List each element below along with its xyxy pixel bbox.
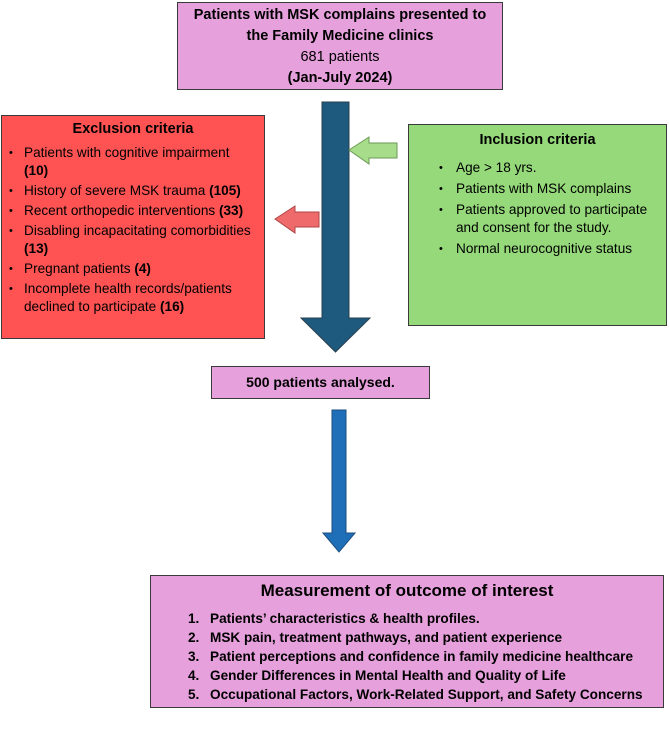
inclusion-item: Normal neurocognitive status bbox=[409, 240, 666, 258]
exclusion-arrow-shape bbox=[274, 205, 320, 234]
inclusion-item: Patients with MSK complains bbox=[409, 180, 666, 198]
exclusion-count: (4) bbox=[134, 261, 151, 276]
exclusion-count: (16) bbox=[160, 299, 185, 314]
analysed-label: 500 patients analysed. bbox=[246, 374, 395, 390]
inclusion-arrow-shape bbox=[348, 136, 398, 165]
exclusion-count: (10) bbox=[24, 163, 49, 178]
exclusion-list: Patients with cognitive impairment(10) H… bbox=[2, 144, 264, 316]
exclusion-item: History of severe MSK trauma (105) bbox=[2, 182, 264, 200]
enrollment-box: Patients with MSK complains presented to… bbox=[177, 2, 503, 90]
outcome-item: 5.Occupational Factors, Work-Related Sup… bbox=[188, 687, 643, 702]
exclusion-item: Patients with cognitive impairment(10) bbox=[2, 144, 264, 180]
exclusion-count: (13) bbox=[24, 241, 49, 256]
analysed-box: 500 patients analysed. bbox=[211, 366, 430, 399]
inclusion-title: Inclusion criteria bbox=[479, 132, 596, 148]
outcome-item: 4.Gender Differences in Mental Health an… bbox=[188, 668, 566, 683]
exclusion-count: (33) bbox=[218, 203, 244, 218]
enrollment-period: (Jan-July 2024) bbox=[287, 70, 393, 86]
exclusion-item: Incomplete health records/patients decli… bbox=[2, 280, 264, 316]
outcome-title: Measurement of outcome of interest bbox=[260, 581, 554, 600]
exclusion-count: (105) bbox=[209, 183, 241, 198]
exclusion-criteria-box: Exclusion criteria Patients with cogniti… bbox=[1, 115, 265, 339]
enrollment-line-1: Patients with MSK complains presented to bbox=[193, 7, 487, 23]
outcome-item: 1.Patients’ characteristics & health pro… bbox=[188, 611, 480, 626]
outcome-box: Measurement of outcome of interest 1.Pat… bbox=[150, 575, 664, 708]
exclusion-item: Recent orthopedic interventions (33) bbox=[2, 202, 264, 220]
exclusion-item: Pregnant patients (4) bbox=[2, 260, 264, 278]
exclusion-title: Exclusion criteria bbox=[72, 121, 194, 137]
outcome-list: 1.Patients’ characteristics & health pro… bbox=[151, 609, 663, 704]
inclusion-criteria-box: Inclusion criteria Age > 18 yrs. Patient… bbox=[408, 124, 667, 326]
secondary-down-arrow-shape bbox=[321, 409, 357, 553]
inclusion-list: Age > 18 yrs. Patients with MSK complain… bbox=[409, 159, 666, 258]
enrollment-count: 681 patients bbox=[300, 49, 380, 65]
main-down-arrow-shape bbox=[299, 101, 372, 353]
inclusion-item: Age > 18 yrs. bbox=[409, 159, 666, 177]
inclusion-item: Patients approved to participate and con… bbox=[409, 201, 666, 237]
exclusion-item: Disabling incapacitating comorbidities (… bbox=[2, 222, 264, 258]
outcome-item: 2.MSK pain, treatment pathways, and pati… bbox=[188, 630, 563, 645]
outcome-item: 3.Patient perceptions and confidence in … bbox=[188, 649, 634, 664]
enrollment-line-2: the Family Medicine clinics bbox=[246, 28, 434, 44]
